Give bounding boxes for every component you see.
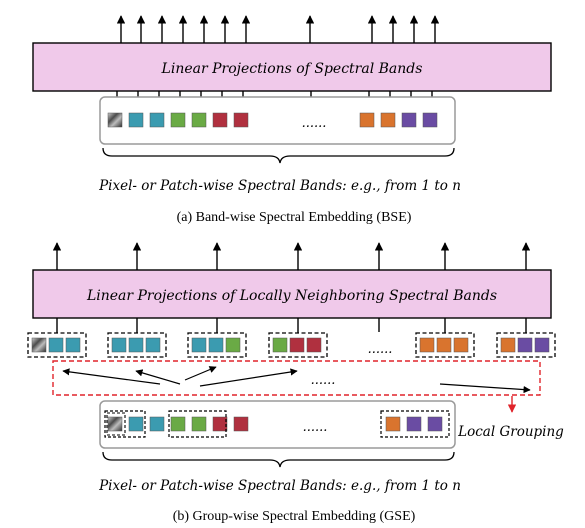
teal-band-square bbox=[128, 337, 144, 353]
teal-band-square bbox=[149, 112, 165, 128]
green-band-square bbox=[225, 337, 241, 353]
grouping-ellipsis: ...... bbox=[311, 373, 336, 388]
purple-band-square bbox=[422, 112, 438, 128]
bands-caption: Pixel- or Patch-wise Spectral Bands: e.g… bbox=[98, 478, 461, 494]
token-group bbox=[268, 332, 328, 358]
band-group-box bbox=[380, 410, 450, 438]
grouping-fan-arrow bbox=[439, 383, 531, 394]
teal-band-square bbox=[111, 337, 127, 353]
projection-label: Linear Projections of Locally Neighborin… bbox=[86, 288, 497, 304]
token-group bbox=[107, 332, 167, 358]
band-group-box bbox=[168, 410, 227, 438]
grouping-fan-arrow bbox=[62, 368, 161, 385]
teal-band-square bbox=[208, 337, 224, 353]
orange-band-square bbox=[359, 112, 375, 128]
token-group bbox=[27, 332, 87, 358]
linear-projection-box bbox=[32, 42, 552, 92]
orange-band-square bbox=[385, 416, 401, 432]
green-band-square bbox=[170, 416, 186, 432]
orange-band-square bbox=[380, 112, 396, 128]
figure-caption: (a) Band-wise Spectral Embedding (BSE) bbox=[177, 210, 412, 225]
bands-caption: Pixel- or Patch-wise Spectral Bands: e.g… bbox=[98, 178, 461, 194]
spectral-bands-container bbox=[99, 400, 456, 449]
orange-band-square bbox=[453, 337, 469, 353]
local-grouping-region bbox=[52, 360, 541, 396]
grayscale-band-square bbox=[107, 416, 123, 432]
output-arrows bbox=[52, 242, 531, 270]
grouped-tokens bbox=[27, 332, 556, 358]
token-group-box bbox=[268, 332, 328, 358]
spectral-band-squares bbox=[104, 410, 450, 438]
teal-band-square bbox=[191, 337, 207, 353]
spectral-band-squares bbox=[107, 112, 438, 128]
purple-band-square bbox=[406, 416, 422, 432]
teal-band-square bbox=[48, 337, 64, 353]
teal-band-square bbox=[145, 337, 161, 353]
grouping-fan-arrow bbox=[135, 369, 181, 385]
red-band-square bbox=[212, 416, 228, 432]
red-band-square bbox=[233, 416, 249, 432]
band-group-box bbox=[104, 410, 146, 438]
grouping-fan-arrow bbox=[184, 366, 217, 381]
groups-ellipsis: ...... bbox=[368, 342, 393, 357]
bands-brace bbox=[102, 147, 455, 164]
purple-band-square bbox=[401, 112, 417, 128]
grouping-label: Local Grouping bbox=[457, 424, 564, 440]
orange-band-square bbox=[436, 337, 452, 353]
linear-projection-box bbox=[32, 269, 552, 319]
purple-band-square bbox=[427, 416, 443, 432]
spectral-bands-container bbox=[99, 96, 456, 145]
purple-band-square bbox=[534, 337, 550, 353]
figure-caption: (b) Group-wise Spectral Embedding (GSE) bbox=[173, 509, 416, 524]
token-group-box bbox=[415, 332, 475, 358]
red-band-square bbox=[289, 337, 305, 353]
red-band-square bbox=[306, 337, 322, 353]
projection-label: Linear Projections of Spectral Bands bbox=[161, 61, 423, 77]
token-group-box bbox=[107, 332, 167, 358]
teal-band-square bbox=[128, 416, 144, 432]
orange-band-square bbox=[500, 337, 516, 353]
bands-brace bbox=[102, 451, 455, 468]
panel-b: Linear Projections of Locally Neighborin… bbox=[27, 242, 564, 524]
teal-band-square bbox=[149, 416, 165, 432]
grouping-arrows bbox=[62, 366, 531, 394]
red-band-square bbox=[212, 112, 228, 128]
panel-a: Linear Projections of Spectral Bands ...… bbox=[32, 15, 552, 225]
red-band-square bbox=[233, 112, 249, 128]
token-group bbox=[496, 332, 556, 358]
green-band-square bbox=[191, 416, 207, 432]
bands-ellipsis: ...... bbox=[302, 116, 327, 131]
green-band-square bbox=[170, 112, 186, 128]
token-group-box bbox=[187, 332, 247, 358]
token-group bbox=[187, 332, 247, 358]
grayscale-band-square bbox=[107, 112, 123, 128]
grouping-fan-arrow bbox=[199, 368, 298, 387]
green-band-square bbox=[191, 112, 207, 128]
bands-ellipsis: ...... bbox=[303, 420, 328, 435]
output-arrows bbox=[116, 15, 440, 43]
teal-band-square bbox=[128, 112, 144, 128]
group-input-lines bbox=[56, 318, 527, 333]
teal-band-square bbox=[65, 337, 81, 353]
purple-band-square bbox=[517, 337, 533, 353]
orange-band-square bbox=[419, 337, 435, 353]
grayscale-band-square bbox=[31, 337, 47, 353]
token-group-box bbox=[27, 332, 87, 358]
token-group bbox=[415, 332, 475, 358]
token-group-box bbox=[496, 332, 556, 358]
green-band-square bbox=[272, 337, 288, 353]
